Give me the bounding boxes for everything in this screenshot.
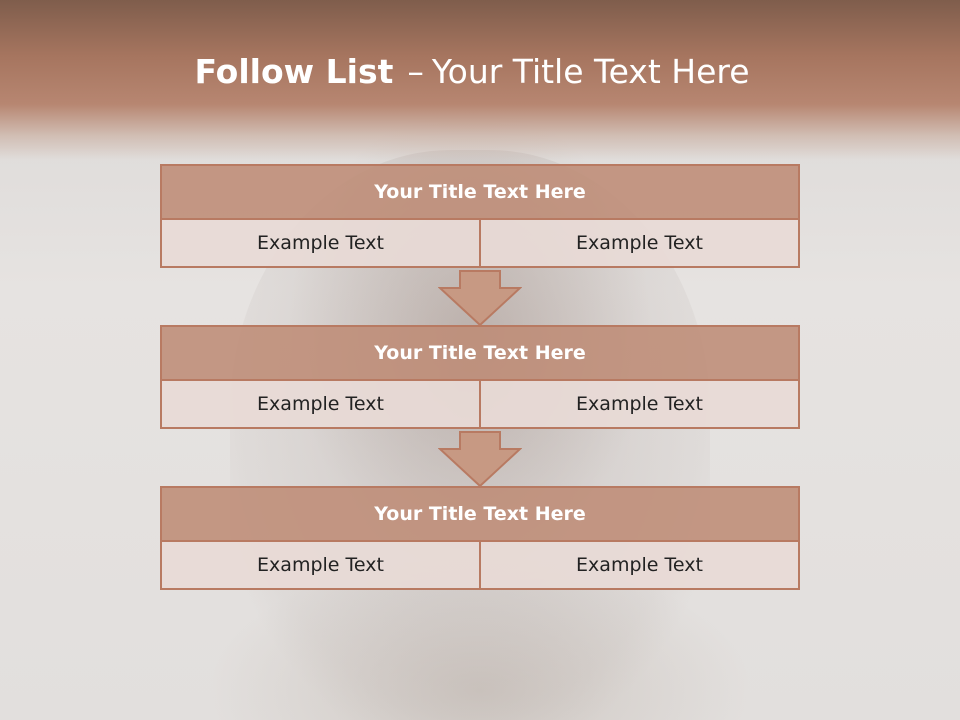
step-row: Example Text Example Text: [160, 381, 800, 429]
slide-title-bold: Follow List: [194, 52, 394, 91]
step-cell-left: Example Text: [160, 220, 481, 268]
step-block-2: Your Title Text Here Example Text Exampl…: [160, 325, 800, 429]
step-block-3: Your Title Text Here Example Text Exampl…: [160, 486, 800, 590]
step-row: Example Text Example Text: [160, 220, 800, 268]
slide-title-dash: –: [407, 52, 424, 91]
header-band: [0, 0, 960, 160]
step-title: Your Title Text Here: [160, 325, 800, 381]
down-arrow-icon: [438, 270, 522, 326]
step-block-1: Your Title Text Here Example Text Exampl…: [160, 164, 800, 268]
step-cell-right: Example Text: [481, 542, 800, 590]
slide-title-rest: Your Title Text Here: [431, 52, 750, 91]
slide-title: Follow List–Your Title Text Here: [0, 52, 944, 91]
step-title: Your Title Text Here: [160, 164, 800, 220]
step-cell-right: Example Text: [481, 381, 800, 429]
step-title: Your Title Text Here: [160, 486, 800, 542]
step-cell-left: Example Text: [160, 381, 481, 429]
step-cell-right: Example Text: [481, 220, 800, 268]
step-cell-left: Example Text: [160, 542, 481, 590]
step-row: Example Text Example Text: [160, 542, 800, 590]
down-arrow-icon: [438, 431, 522, 487]
